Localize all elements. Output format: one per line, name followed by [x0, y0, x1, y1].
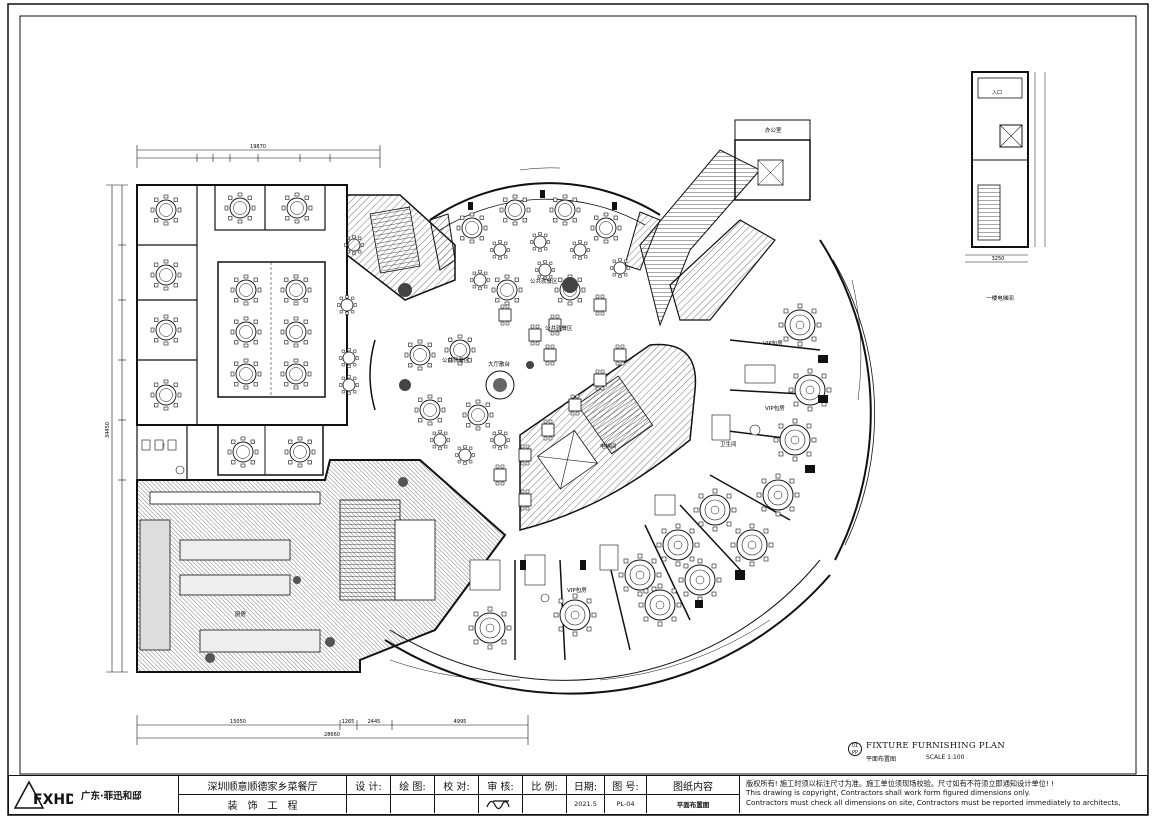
- restroom-fixtures: [141, 439, 185, 475]
- label-public-dining-1: 公共就餐区: [530, 277, 558, 285]
- content-label: 图纸内容: [647, 776, 740, 795]
- sheet-outer-border: [7, 3, 1149, 816]
- date-value: 2021.5: [567, 795, 605, 813]
- inset-elevator-plan: [965, 71, 1046, 263]
- top-dimension-line: [136, 145, 381, 168]
- signature-icon: [486, 800, 510, 810]
- content-value: 平面布置图: [647, 795, 740, 813]
- vip-restrooms: [469, 364, 776, 603]
- label-elevator-hall: 电梯间: [600, 442, 617, 450]
- label-vip-2: VIP包房: [765, 404, 785, 412]
- sheet-label: 图 号:: [605, 776, 647, 795]
- scale-label: 比 例:: [523, 776, 567, 795]
- copyright-line-1: 版权所有! 施工时须以标注尺寸为准。施工单位须现场校验。尺寸如有不符须立即通知设…: [746, 779, 1054, 788]
- title-block: FXHD 广东·菲迅和邸 深圳顺意顺德家乡菜餐厅 装 饰 工 程 设 计: 绘 …: [8, 775, 1148, 815]
- label-public-dining-3: 公共就餐区: [545, 324, 573, 332]
- plan-index: 01: [851, 743, 859, 749]
- dim-bottom-3: 2445: [368, 719, 381, 725]
- review-label: 审 核:: [479, 776, 523, 795]
- bottom-dimension-line: [136, 715, 529, 745]
- drawing-label: 绘 图:: [391, 776, 435, 795]
- check-value: [435, 795, 479, 813]
- plan-title-en: FIXTURE FURNISHING PLAN: [866, 741, 1006, 751]
- check-label: 校 对:: [435, 776, 479, 795]
- inset-dim-top: 3250: [992, 256, 1005, 262]
- date-label: 日期:: [567, 776, 605, 795]
- label-restroom: 卫生间: [720, 440, 737, 448]
- label-vip-3: VIP包房: [567, 586, 587, 594]
- label-office: 办公室: [765, 126, 782, 134]
- right-staircase: [639, 119, 811, 327]
- kitchen-area: [136, 459, 507, 673]
- label-vip-1: VIP包房: [763, 339, 783, 347]
- project-name: 深圳顺意顺德家乡菜餐厅: [179, 776, 347, 795]
- dim-left-total: 34450: [105, 422, 111, 438]
- dim-bottom-2: 1265: [342, 719, 355, 725]
- company-logo-text: FXHD: [33, 792, 73, 808]
- elevator-core: [519, 343, 697, 531]
- plan-scale: SCALE 1:100: [926, 754, 965, 761]
- dim-top-total: 19870: [250, 144, 266, 150]
- perimeter-dimension-arc: [389, 167, 862, 681]
- project-subtitle: 装 饰 工 程: [179, 795, 347, 813]
- column-markers: [468, 190, 828, 608]
- copyright-line-3: Contractors must check all dimensions on…: [746, 797, 1121, 807]
- copyright-line-2: This drawing is copyright, Contractors s…: [746, 788, 1031, 798]
- design-value: [347, 795, 391, 813]
- inset-label-entrance: 入口: [992, 90, 1002, 96]
- label-kitchen: 厨房: [235, 610, 247, 618]
- inset-caption: 一楼电梯间: [986, 294, 1014, 302]
- plan-sheet: PP: [851, 750, 859, 756]
- scale-value: [523, 795, 567, 813]
- design-label: 设 计:: [347, 776, 391, 795]
- drawing-value: [391, 795, 435, 813]
- dim-bottom-4: 4995: [454, 719, 467, 725]
- dim-bottom-total: 28660: [324, 732, 340, 738]
- sheet-value: PL-04: [605, 795, 647, 813]
- drawing-frame: [19, 15, 1137, 775]
- left-dimension-line: [106, 184, 128, 673]
- label-public-dining-2: 公共就餐区: [442, 356, 470, 364]
- left-staircase: [346, 194, 456, 301]
- main-hall-outline: [369, 182, 875, 695]
- company-logo-icon: FXHD: [13, 780, 73, 809]
- company-name: 广东·菲迅和邸: [81, 791, 142, 802]
- hall-center-feature: [399, 277, 578, 400]
- review-signature: [479, 795, 523, 813]
- title-block-logo-cell: FXHD 广东·菲迅和邸: [9, 776, 179, 813]
- plan-title-cn: 平面布置图: [866, 756, 897, 763]
- label-hall-center: 大厅散台: [488, 360, 511, 368]
- copyright-notice: 版权所有! 施工时须以标注尺寸为准。施工单位须现场校验。尺寸如有不符须立即通知设…: [740, 776, 1147, 814]
- dim-bottom-1: 15050: [230, 719, 246, 725]
